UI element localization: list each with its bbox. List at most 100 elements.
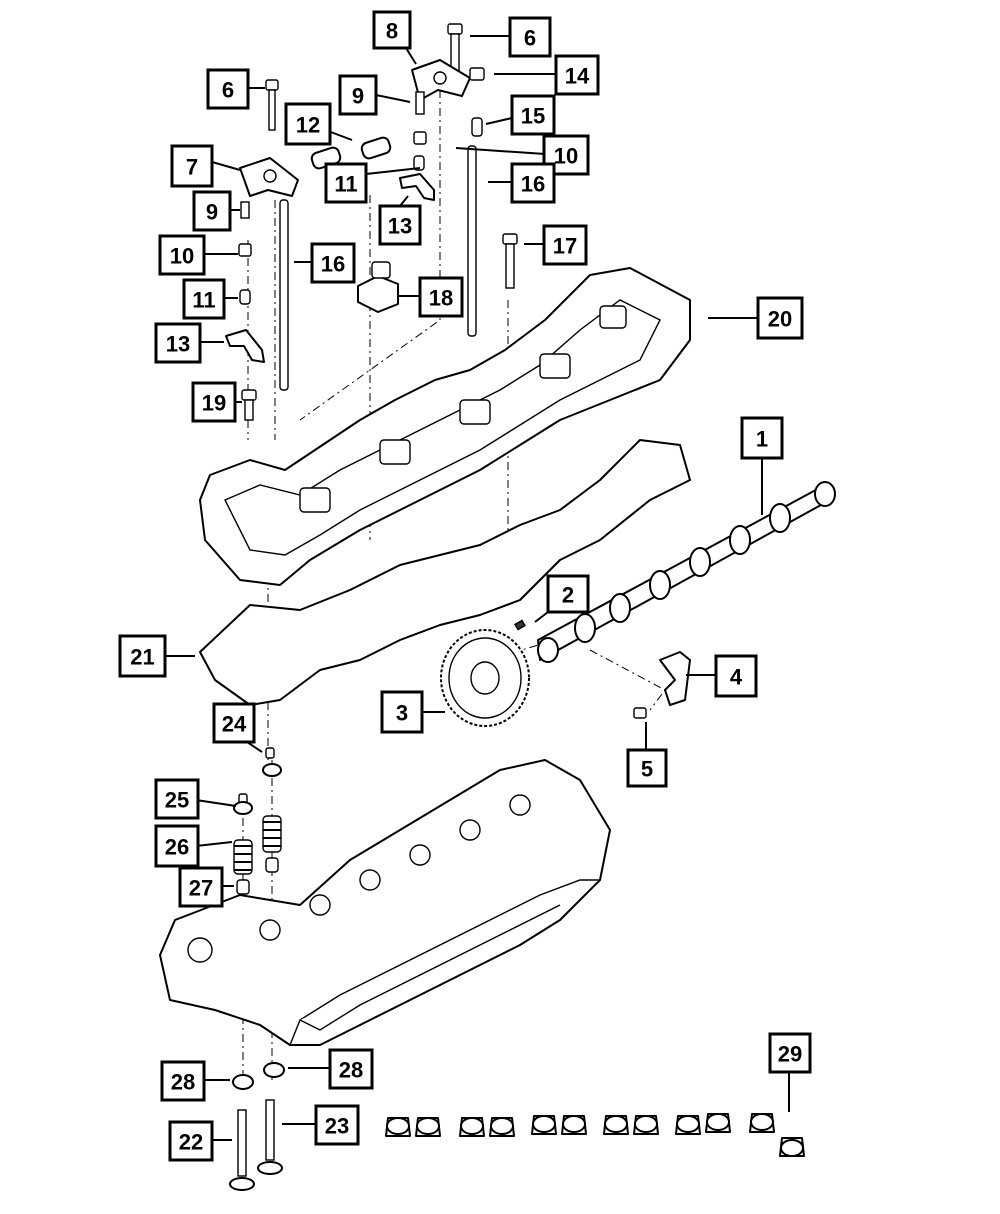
callout-number: 16 xyxy=(321,252,345,277)
callout-c22: 22 xyxy=(168,1120,214,1162)
part-bridge-13-right xyxy=(399,173,435,201)
callout-c29: 29 xyxy=(768,1032,812,1074)
callout-number: 5 xyxy=(641,757,653,782)
callout-number: 17 xyxy=(553,234,577,259)
callout-c18: 18 xyxy=(418,276,464,318)
part-bolt-6-left xyxy=(265,79,279,131)
part-connector-18 xyxy=(357,261,399,313)
part-spring-26 xyxy=(233,815,282,875)
part-valve-22 xyxy=(229,1109,255,1191)
callout-number: 9 xyxy=(206,200,218,225)
part-cylinder-head xyxy=(159,759,611,1046)
callout-c23: 23 xyxy=(314,1104,360,1146)
callout-c25: 25 xyxy=(154,778,200,820)
callout-number: 20 xyxy=(768,307,792,332)
part-pushrod-16-right xyxy=(467,145,477,337)
callout-box xyxy=(158,234,206,276)
callout-box xyxy=(118,634,167,678)
callout-c5: 5 xyxy=(626,748,668,788)
callout-box xyxy=(154,778,200,820)
callout-c8: 8 xyxy=(372,10,412,50)
callout-c9b: 9 xyxy=(192,190,232,232)
lifter xyxy=(603,1115,629,1135)
callout-box xyxy=(314,1104,360,1146)
callout-number: 16 xyxy=(521,172,545,197)
callout-box xyxy=(192,190,232,232)
callout-number: 23 xyxy=(325,1114,349,1139)
part-adjuster-9-left xyxy=(240,201,250,219)
part-bolt-5 xyxy=(633,707,647,719)
callout-box xyxy=(170,144,214,188)
callout-c4: 4 xyxy=(714,654,758,698)
callout-number: 3 xyxy=(396,701,408,726)
callout-number: 13 xyxy=(166,332,190,357)
callout-number: 12 xyxy=(296,113,320,138)
part-nut-10-left xyxy=(238,243,252,257)
callout-number: 28 xyxy=(171,1070,195,1095)
callout-box xyxy=(310,242,356,284)
callout-number: 19 xyxy=(202,391,226,416)
callout-number: 11 xyxy=(192,288,215,313)
part-rocker-housing-20 xyxy=(199,267,691,586)
callout-c15: 15 xyxy=(510,94,556,136)
lifter xyxy=(459,1117,485,1137)
callout-c13a: 13 xyxy=(378,204,422,246)
callout-box xyxy=(510,162,556,204)
callout-number: 6 xyxy=(524,26,536,51)
lifter xyxy=(385,1117,411,1137)
part-lifters-29 xyxy=(385,1113,805,1157)
part-key-2 xyxy=(514,619,526,631)
callout-number: 8 xyxy=(386,19,398,44)
callout-box xyxy=(372,10,412,50)
callout-number: 22 xyxy=(179,1130,203,1155)
part-gasket-21 xyxy=(199,439,691,706)
part-retainer-25 xyxy=(233,763,282,815)
part-valve-23 xyxy=(257,1099,283,1175)
callout-c7: 7 xyxy=(170,144,214,188)
callout-box xyxy=(212,702,256,744)
callout-c26: 26 xyxy=(154,824,200,868)
lifter xyxy=(531,1115,557,1135)
part-nut-14 xyxy=(469,67,485,81)
part-pushrod-16-left xyxy=(279,199,289,391)
callout-c9a: 9 xyxy=(338,74,378,116)
callout-c11a: 11 xyxy=(324,162,368,204)
part-thrust-plate-4 xyxy=(659,651,691,706)
part-bolt-19 xyxy=(241,389,257,421)
callout-c24: 24 xyxy=(212,702,256,744)
callout-c12: 12 xyxy=(284,102,332,146)
callout-number: 10 xyxy=(554,144,578,169)
callout-box xyxy=(380,690,424,734)
callout-number: 18 xyxy=(429,286,453,311)
callout-c14: 14 xyxy=(554,54,600,96)
lifter xyxy=(633,1115,659,1135)
callout-number: 26 xyxy=(165,835,189,860)
callout-c21: 21 xyxy=(118,634,167,678)
callout-box xyxy=(338,74,378,116)
callout-box xyxy=(768,1032,812,1074)
lifter xyxy=(561,1115,587,1135)
lifter xyxy=(415,1117,441,1137)
part-valve-seal-28 xyxy=(232,1062,285,1090)
part-adjuster-9-right xyxy=(415,91,425,115)
part-bridge-13-left xyxy=(225,329,265,363)
callout-c2: 2 xyxy=(546,574,590,614)
callout-box xyxy=(154,322,202,364)
callout-box xyxy=(328,1048,374,1090)
part-ball-11-left xyxy=(239,289,251,305)
callout-c27: 27 xyxy=(178,866,224,908)
callout-box xyxy=(284,102,332,146)
callout-box xyxy=(546,574,590,614)
callout-box xyxy=(756,296,804,340)
callout-box xyxy=(626,748,668,788)
callout-number: 9 xyxy=(352,84,364,109)
callout-box xyxy=(178,866,224,908)
part-rocker-arm-7 xyxy=(239,157,299,197)
callout-c13b: 13 xyxy=(154,322,202,364)
callout-number: 29 xyxy=(778,1042,802,1067)
callout-c28a: 28 xyxy=(160,1060,206,1102)
part-ball-11-right xyxy=(413,155,425,171)
callout-number: 10 xyxy=(170,244,194,269)
callout-box xyxy=(206,68,250,110)
